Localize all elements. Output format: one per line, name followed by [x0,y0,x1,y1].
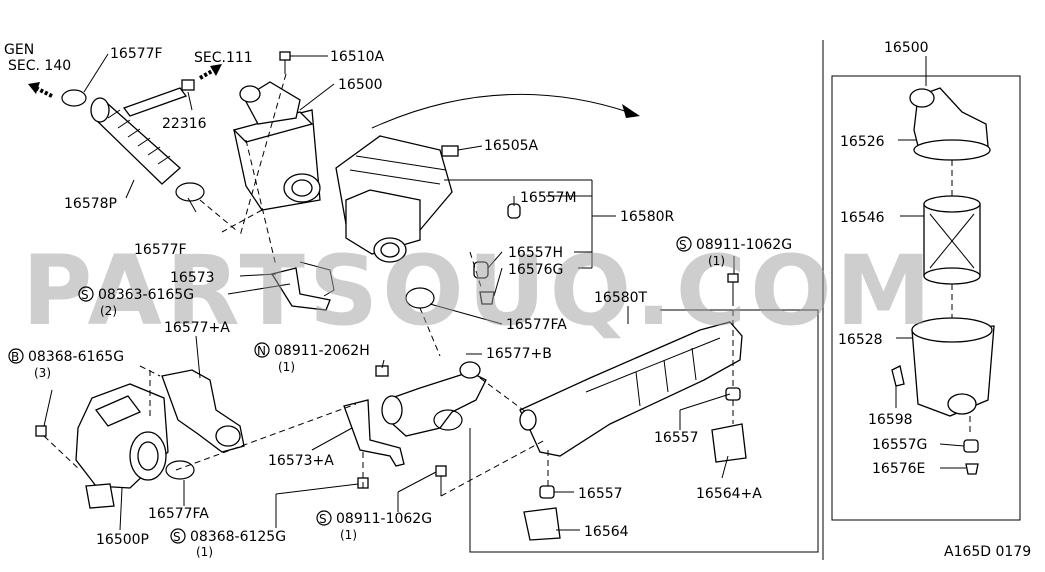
label-16500-detail: 16500 [884,40,929,56]
curved-arrow [371,93,629,129]
diagram-code: A165D 0179 [944,544,1031,560]
symbol-s-08911-low: S [316,510,332,526]
label-08368-6125g-qty: (1) [196,545,213,559]
label-22316: 22316 [162,116,207,132]
label-08368-6125g: 08368-6125G [190,529,286,545]
leader-lines [43,53,966,531]
detail-grommet-16557g [963,439,979,453]
curved-arrow-head [622,104,640,118]
label-16500: 16500 [338,77,383,93]
svg-text:B: B [11,350,19,364]
detail-case-16528 [911,317,995,417]
bracket-16564 [523,507,561,541]
clip-22316 [181,79,195,91]
clamp-16577f-top [61,89,87,107]
label-gen: GEN [4,42,34,58]
arrow-to-sec111 [199,64,222,80]
label-16505a: 16505A [484,138,539,154]
label-08911-2062h: 08911-2062H [274,343,370,359]
label-16564: 16564 [584,524,629,540]
bracket-16573-arm [299,261,335,297]
label-08368-6165g-qty: (3) [34,366,51,380]
grommet-16557h [473,261,489,279]
label-16500p: 16500P [96,532,149,548]
label-16576g: 16576G [508,262,563,278]
label-08911-top-qty: (1) [708,254,725,268]
label-08911-low: 08911-1062G [336,511,432,527]
detail-clip-16598 [891,365,905,387]
svg-text:S: S [81,288,89,302]
label-16573: 16573 [170,270,215,286]
label-16557g: 16557G [872,437,927,453]
duct-16577a [161,369,245,453]
label-16580r: 16580R [620,209,675,225]
symbol-s-08363: S [78,286,94,302]
bracket-16564a [711,423,747,463]
label-16576e: 16576E [872,461,925,477]
symbol-n-08911: N [254,342,270,358]
svg-text:S: S [679,238,687,252]
svg-text:N: N [257,344,266,358]
lower-frame [469,309,819,553]
bracket-16573a [343,399,405,467]
label-08911-2062h-qty: (1) [278,360,295,374]
label-16577f-top: 16577F [110,46,163,62]
label-16577a: 16577+A [164,320,230,336]
label-16564a: 16564+A [696,486,762,502]
watermark: PARTSOUQ.COM [22,235,935,347]
grommet-16557-low [539,485,555,499]
clamp-16577f-mid [175,182,205,202]
collar-16576g [479,291,495,305]
duct-16577b [381,361,487,437]
label-16546: 16546 [840,210,885,226]
assembly-dashed-lines [43,73,734,497]
label-16557m: 16557M [520,190,577,206]
duct-16580t [519,321,743,457]
label-16573a: 16573+A [268,453,334,469]
tube-22316 [122,87,188,117]
label-16580t: 16580T [594,290,648,306]
label-08368-6165g: 08368-6165G [28,349,124,365]
label-16578p: 16578P [64,196,117,212]
symbol-s-08911-top: S [676,236,692,252]
label-16528: 16528 [838,332,883,348]
label-16526: 16526 [840,134,885,150]
label-16577fa-low: 16577FA [148,506,209,522]
bolt-08911-low [435,465,447,477]
bolt-16510a [279,51,291,61]
svg-text:S: S [173,530,181,544]
air-cleaner-16500 [232,81,321,211]
label-08911-top: 08911-1062G [696,237,792,253]
symbol-s-08368: S [170,528,186,544]
grommet-16557-mid [725,387,741,401]
label-16557h: 16557H [508,245,563,261]
detail-collar-16576e [965,463,979,475]
label-sec140: SEC. 140 [8,58,71,74]
symbol-b-08368: B [8,348,24,364]
resonator-16580r [335,135,453,263]
grommet-16557m [507,203,521,219]
intake-hose-16578p [90,97,181,185]
clamp-16577fa-low [165,460,195,480]
label-16577fa-mid: 16577FA [506,317,567,333]
label-08911-low-qty: (1) [340,528,357,542]
svg-text:S: S [319,512,327,526]
bolt-08368-6165g [35,425,47,437]
label-16577f-mid: 16577F [134,242,187,258]
label-16577b: 16577+B [486,346,552,362]
arrow-to-sec140 [28,82,53,98]
label-16598: 16598 [868,412,913,428]
label-16557-mid: 16557 [654,430,699,446]
bolt-16505a [441,145,459,157]
housing-16500p [75,383,169,509]
detail-cover-16526 [909,87,991,161]
label-16557-low: 16557 [578,486,623,502]
bracket-16573 [270,267,331,311]
label-08363: 08363-6165G [98,287,194,303]
label-sec111: SEC.111 [194,50,253,66]
label-08363-qty: (2) [100,304,117,318]
label-16510a: 16510A [330,49,385,65]
detail-element-16546 [923,195,981,285]
